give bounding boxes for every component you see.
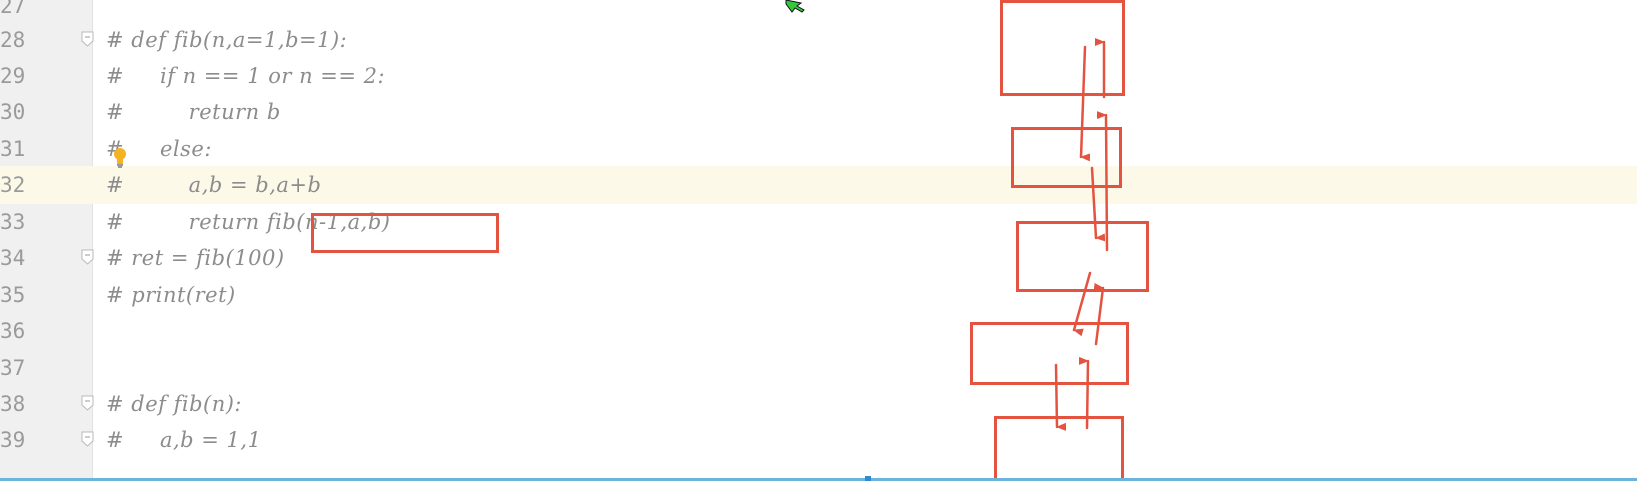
fold-icon[interactable] <box>81 431 94 447</box>
annotation-highlight-box <box>311 213 499 253</box>
code-line[interactable]: 31 # else: <box>0 130 1637 168</box>
line-number: 33 <box>0 210 26 234</box>
line-number: 35 <box>0 283 26 307</box>
code-text: # def fib(n): <box>106 392 243 416</box>
code-line[interactable]: 37 <box>0 349 1637 387</box>
code-line[interactable]: 39 # a,b = 1,1 <box>0 421 1637 459</box>
line-number: 27 <box>0 0 26 18</box>
annotation-stack-frame-box <box>1016 221 1149 292</box>
code-line[interactable]: 33 # return fib(n-1,a,b) <box>0 203 1637 241</box>
line-number: 31 <box>0 137 26 161</box>
code-text: # def fib(n,a=1,b=1): <box>106 28 348 52</box>
annotation-stack-frame-box <box>1000 0 1125 96</box>
scroll-marker <box>865 476 871 481</box>
code-line[interactable]: 36 <box>0 312 1637 350</box>
line-number: 30 <box>0 100 26 124</box>
line-number: 38 <box>0 392 26 416</box>
editor-bottom-border <box>0 478 1637 481</box>
annotation-stack-frame-box <box>1011 127 1122 188</box>
editor-gutter <box>0 0 93 481</box>
annotation-stack-frame-box <box>970 322 1129 385</box>
current-code-line[interactable]: 32 # a,b = b,a+b <box>0 166 1637 204</box>
fold-icon[interactable] <box>81 395 94 411</box>
code-text: # print(ret) <box>106 283 236 307</box>
code-text: # a,b = b,a+b <box>106 173 322 197</box>
code-line[interactable]: 29 # if n == 1 or n == 2: <box>0 57 1637 95</box>
fold-icon[interactable] <box>81 249 94 265</box>
code-line[interactable]: 38 # def fib(n): <box>0 385 1637 423</box>
code-text: # return b <box>106 100 281 124</box>
annotation-stack-frame-box <box>994 416 1124 481</box>
fold-icon[interactable] <box>81 31 94 47</box>
code-line[interactable]: 34 # ret = fib(100) <box>0 239 1637 277</box>
line-number: 39 <box>0 428 26 452</box>
mouse-cursor-icon <box>785 0 805 13</box>
code-text: # ret = fib(100) <box>106 246 285 270</box>
line-number: 34 <box>0 246 26 270</box>
code-text: # if n == 1 or n == 2: <box>106 64 386 88</box>
code-line[interactable]: 27 <box>0 0 1637 25</box>
line-number: 28 <box>0 28 26 52</box>
code-line[interactable]: 30 # return b <box>0 93 1637 131</box>
line-number: 36 <box>0 319 26 343</box>
line-number: 29 <box>0 64 26 88</box>
code-line[interactable]: 28 # def fib(n,a=1,b=1): <box>0 21 1637 59</box>
code-text: # a,b = 1,1 <box>106 428 262 452</box>
line-number: 37 <box>0 356 26 380</box>
line-number: 32 <box>0 166 44 204</box>
code-text: # else: <box>106 137 212 161</box>
intention-bulb-icon[interactable] <box>112 147 128 169</box>
code-line[interactable]: 35 # print(ret) <box>0 276 1637 314</box>
